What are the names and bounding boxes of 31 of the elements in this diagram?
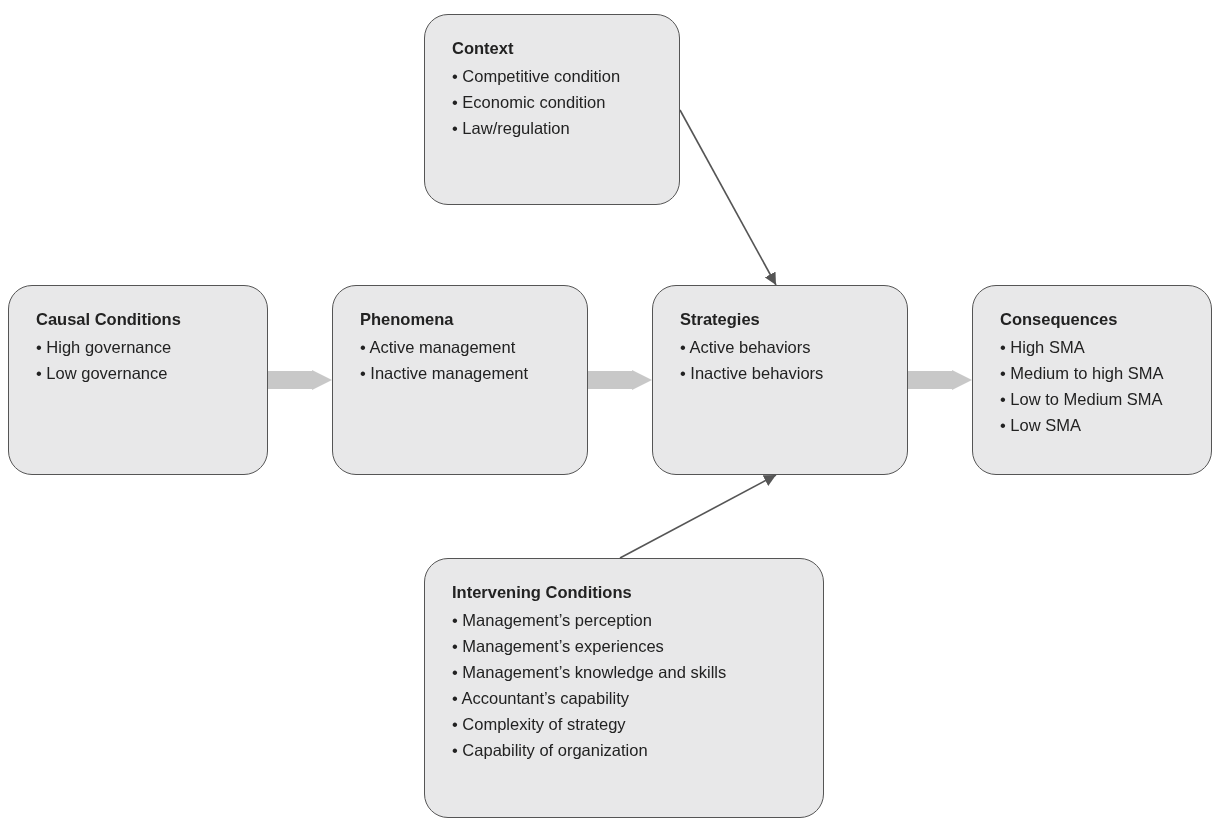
bullet-item: • High SMA: [1000, 337, 1086, 358]
box-heading: Causal Conditions: [36, 309, 182, 330]
concept-box: [652, 285, 908, 475]
bullet-item: • Active behaviors: [680, 337, 812, 358]
bullet-item: • Active management: [360, 337, 517, 358]
bullet-item: • Management’s knowledge and skills: [452, 662, 728, 683]
concept-box: [8, 285, 268, 475]
box-heading: Intervening Conditions: [452, 582, 633, 603]
bullet-item: • Low SMA: [1000, 415, 1082, 436]
box-heading: Context: [452, 38, 515, 59]
box-heading: Phenomena: [360, 309, 455, 330]
bullet-item: • Accountant’s capability: [452, 688, 630, 709]
bullet-item: • Law/regulation: [452, 118, 571, 139]
concept-box: [332, 285, 588, 475]
bullet-item: • Management’s experiences: [452, 636, 665, 657]
concept-box: [424, 14, 680, 205]
box-heading: Strategies: [680, 309, 761, 330]
bullet-item: • Medium to high SMA: [1000, 363, 1165, 384]
bullet-item: • Management’s perception: [452, 610, 653, 631]
bullet-item: • Inactive management: [360, 363, 530, 384]
bullet-item: • Low to Medium SMA: [1000, 389, 1164, 410]
bullet-item: • Competitive condition: [452, 66, 622, 87]
bullet-item: • Complexity of strategy: [452, 714, 627, 735]
bullet-item: • High governance: [36, 337, 173, 358]
concept-box: [424, 558, 824, 818]
bullet-item: • Capability of organization: [452, 740, 649, 761]
bullet-item: • Inactive behaviors: [680, 363, 825, 384]
bullet-item: • Economic condition: [452, 92, 607, 113]
box-heading: Consequences: [1000, 309, 1119, 330]
concept-box: [972, 285, 1212, 475]
bullet-item: • Low governance: [36, 363, 169, 384]
